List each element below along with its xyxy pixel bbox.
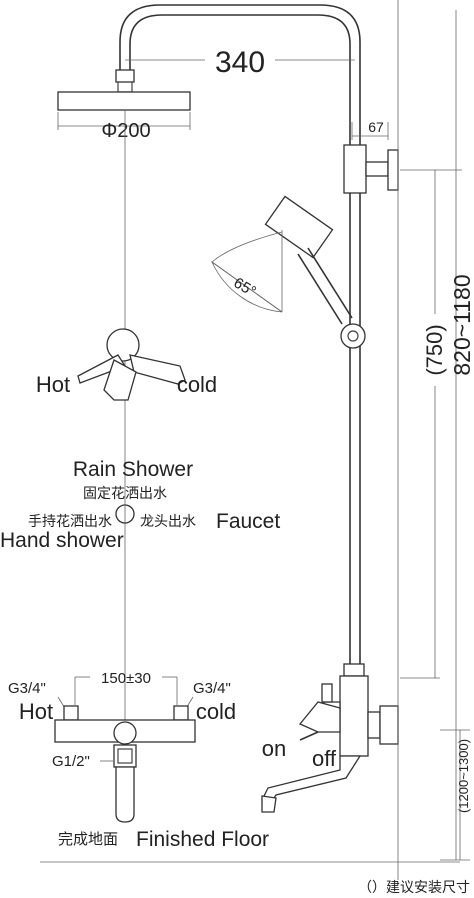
install-note: （）建议安装尺寸	[358, 880, 470, 896]
hand-shower	[264, 195, 366, 349]
cold-top-label: cold	[177, 372, 217, 397]
floor-en-label: Finished Floor	[136, 828, 269, 851]
inlet-spacing-label: 150±30	[101, 670, 151, 687]
side-valve	[261, 663, 399, 813]
rain-shower-cn-label: 固定花洒出水	[83, 486, 167, 502]
head-diameter-label: Φ200	[101, 120, 150, 142]
height-range-label: 820~1180	[449, 274, 474, 375]
faucet-en-label: Faucet	[216, 510, 280, 533]
bracket-label: 67	[368, 119, 384, 135]
arm-width-dimension: 340	[125, 46, 355, 79]
bottom-mixer-body	[54, 705, 196, 823]
wall-bracket	[343, 144, 399, 194]
hand-shower-cn-label: 手持花洒出水	[28, 514, 112, 530]
faucet-cn-label: 龙头出水	[140, 514, 196, 530]
rain-shower-head: Φ200	[57, 69, 191, 142]
on-label: on	[262, 736, 286, 761]
top-mixer-valve	[77, 328, 186, 401]
hand-shower-en-label: Hand shower	[0, 529, 124, 552]
height-install-label: (750)	[422, 324, 447, 375]
floor-height-label: (1200~1300)	[456, 739, 471, 813]
off-label: off	[312, 746, 337, 771]
angle-wedge: 65°	[211, 230, 283, 313]
arm-width-label: 340	[215, 46, 265, 79]
inlet-right-label: G3/4"	[193, 680, 231, 697]
inlet-spacing-dimension: 150±30	[74, 670, 178, 705]
diverter-knob	[115, 504, 135, 524]
inlet-left-label: G3/4"	[8, 680, 46, 697]
outlet-label: G1/2"	[52, 753, 90, 770]
floor-cn-label: 完成地面	[58, 830, 118, 848]
hot-top-label: Hot	[36, 372, 70, 397]
height-dimensions	[397, 0, 470, 880]
cold-bottom-label: cold	[196, 699, 236, 724]
riser-pipe	[349, 120, 361, 668]
rain-shower-en-label: Rain Shower	[73, 458, 193, 481]
hot-bottom-label: Hot	[19, 699, 53, 724]
bracket-dimension: 67	[351, 119, 389, 140]
overhead-arm	[119, 4, 361, 120]
